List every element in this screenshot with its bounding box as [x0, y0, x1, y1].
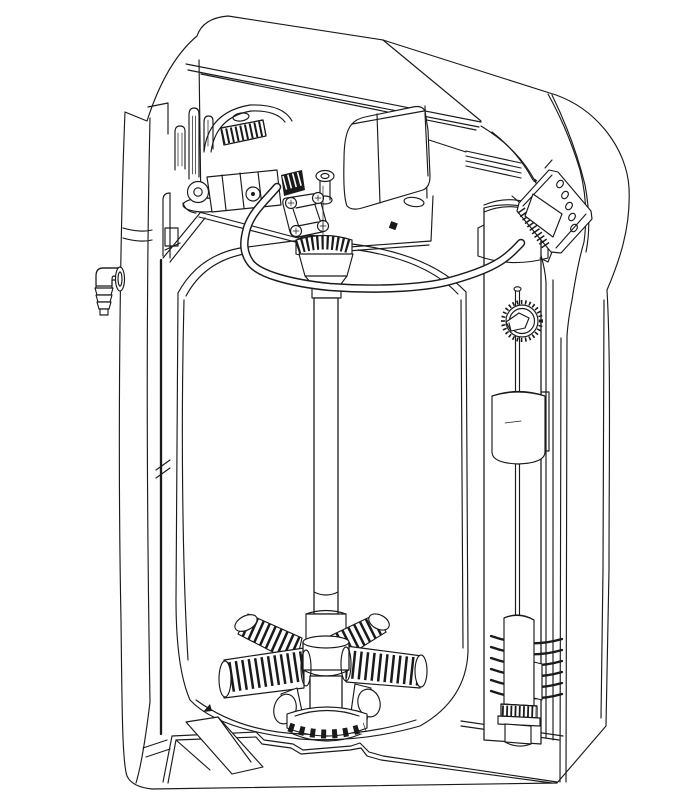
floor-rail	[185, 704, 264, 775]
hanger-brackets	[174, 107, 214, 180]
lateral-arm-right	[345, 645, 428, 689]
float-guide-grommet	[501, 300, 543, 342]
timer-cover-box	[343, 105, 431, 210]
ribbed-piston-section	[220, 119, 267, 146]
vent-louvers	[465, 150, 522, 179]
knurled-nut	[497, 703, 541, 747]
cabinet-shell	[118, 15, 630, 790]
brine-well-assembly	[477, 199, 564, 747]
overflow-elbow	[94, 266, 126, 316]
tank-neck-clamp	[294, 234, 354, 260]
black-coupling	[281, 170, 305, 196]
lateral-arm-left	[218, 647, 305, 699]
control-display-panel	[511, 159, 593, 263]
brine-float	[491, 390, 546, 465]
distributor-laterals	[218, 613, 428, 742]
control-valve-assembly	[174, 104, 434, 253]
bolt-fitting	[315, 169, 335, 205]
display-screen	[524, 193, 563, 238]
valve-dome	[203, 104, 293, 153]
castellated-base-ring	[286, 706, 368, 742]
drain-hose	[240, 182, 526, 293]
air-check-valve	[503, 614, 543, 707]
display-buttons	[556, 179, 578, 233]
